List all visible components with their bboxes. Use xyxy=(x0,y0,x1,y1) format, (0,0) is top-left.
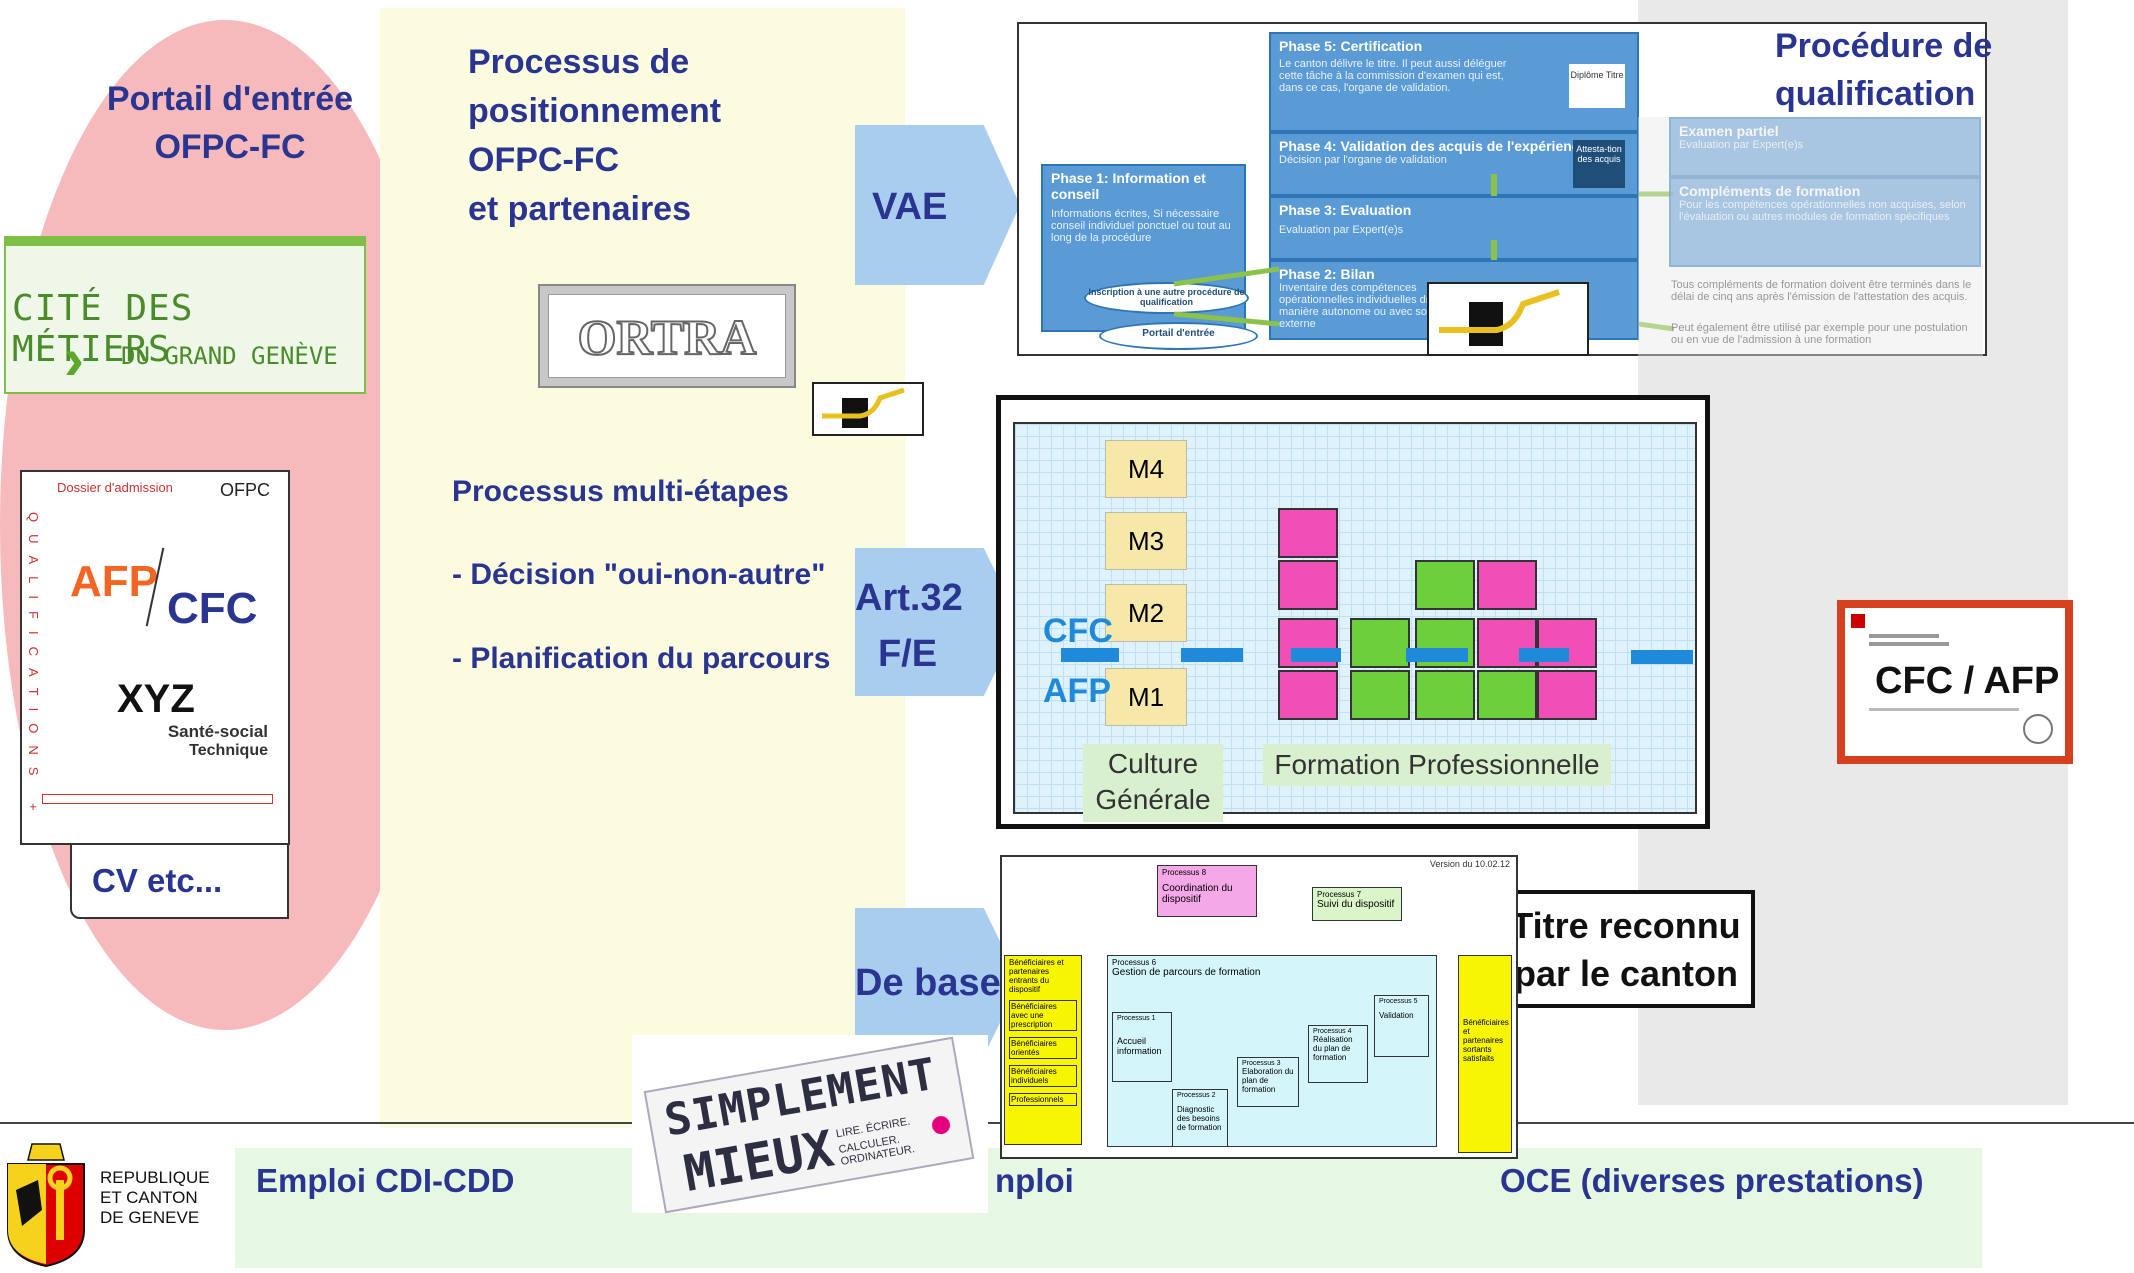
left-beneficiaries: Bénéficiaires et partenaires entrants du… xyxy=(1004,955,1082,1145)
cfc-line xyxy=(1061,648,1119,662)
base-arrow xyxy=(855,908,1020,1056)
emploi-cdi-label: Emploi CDI-CDD xyxy=(256,1162,515,1199)
cfc-label: CFC xyxy=(1043,612,1113,650)
vae-arrows xyxy=(1173,174,1675,332)
green-block xyxy=(1415,670,1475,720)
positioning-title: Processus de positionnement OFPC-FC et p… xyxy=(468,43,722,228)
vae-note-1: Tous compléments de formation doivent êt… xyxy=(1671,279,1972,303)
process-7: Processus 7 Suivi du dispositif xyxy=(1312,887,1402,921)
cfc-afp-certificate: CFC / AFP xyxy=(1837,600,2073,764)
process-1: Processus 1 Accueil information xyxy=(1112,1012,1172,1082)
admission-dossier: Dossier d'admission OFPC QUALIFICATIONS … xyxy=(20,470,290,845)
cfc-line xyxy=(1631,650,1693,664)
portail-oval: Portail d'entrée xyxy=(1099,322,1258,350)
cite-des-metiers-logo: CITÉ DES MÉTIERS › DU GRAND GENÈVE xyxy=(4,236,366,394)
green-block xyxy=(1350,670,1410,720)
portal-title: Portail d'entrée OFPC-FC xyxy=(106,80,354,166)
pink-block xyxy=(1278,560,1338,610)
cv-label: CV etc... xyxy=(92,862,223,899)
pink-block xyxy=(1537,670,1597,720)
connector-logo xyxy=(1427,282,1589,356)
process-2: Processus 2 Diagnostic des besoins de fo… xyxy=(1172,1089,1228,1147)
process-4: Processus 4 Réalisation du plan de forma… xyxy=(1308,1025,1368,1083)
culture-generale: Culture Générale xyxy=(1083,744,1223,822)
module-m2: M2 xyxy=(1105,584,1187,642)
examen-box: Examen partiel Evaluation par Expert(e)s xyxy=(1669,117,1981,177)
planning-text: - Planification du parcours xyxy=(452,642,831,675)
pink-block xyxy=(1477,560,1537,610)
cfc-line xyxy=(1406,648,1468,662)
formation-professionnelle: Formation Professionnelle xyxy=(1263,744,1611,786)
small-logo-icon xyxy=(812,382,924,436)
process-flow-diagram: Version du 10.02.12 Processus 8 Coordina… xyxy=(1000,855,1518,1159)
cfc-line xyxy=(1291,648,1341,662)
vae-note-2: Peut également être utilisé par exemple … xyxy=(1671,322,1968,346)
cfc-line xyxy=(1519,648,1569,662)
right-beneficiaries: Bénéficiaires et partenaires sortants sa… xyxy=(1458,955,1512,1153)
procedure-title: Procédure de qualification xyxy=(1775,27,1993,113)
vae-label: VAE xyxy=(872,186,948,228)
positioning-column xyxy=(380,8,905,1128)
decision-text: - Décision "oui-non-autre" xyxy=(452,558,826,591)
complements-box: Compléments de formation Pour les compét… xyxy=(1669,177,1981,267)
simplement-mieux-logo: SIMPLEMENT MIEUX LIRE. ÉCRIRE. CALCULER.… xyxy=(632,1035,988,1213)
cfc-line xyxy=(1181,648,1243,662)
module-m1: M1 xyxy=(1105,668,1187,726)
green-block xyxy=(1477,670,1537,720)
art32-label: Art.32 F/E xyxy=(855,577,963,675)
phase-4-box: Phase 4: Validation des acquis de l'expé… xyxy=(1269,132,1639,196)
modules-panel: M4 M3 M2 M1 CFC AFP Culture Générale For… xyxy=(996,395,1710,829)
geneva-coat-of-arms-icon xyxy=(2,1140,90,1268)
phase-5-box: Phase 5: Certification Le canton délivre… xyxy=(1269,32,1639,132)
vae-right-part: Examen partiel Evaluation par Expert(e)s… xyxy=(1669,117,1981,357)
titre-reconnu-box: Titre reconnu par le canton xyxy=(1497,890,1755,1008)
pink-block xyxy=(1278,670,1338,720)
module-m3: M3 xyxy=(1105,512,1187,570)
oce-label: OCE (diverses prestations) xyxy=(1500,1162,1924,1199)
inscription-oval: Inscription à une autre procédure de qua… xyxy=(1084,282,1249,314)
process-3: Processus 3 Elaboration du plan de forma… xyxy=(1237,1057,1299,1107)
afp-label: AFP xyxy=(1043,672,1111,710)
base-label: De base xyxy=(855,962,1001,1004)
green-block xyxy=(1350,618,1410,668)
process-5: Processus 5 Validation xyxy=(1374,995,1429,1057)
vae-diagram: Phase 1: Information et conseil Informat… xyxy=(1017,22,1987,356)
vae-arrow xyxy=(855,125,1020,285)
multi-step-title: Processus multi-étapes xyxy=(452,475,789,508)
emploi-label: nploi xyxy=(995,1162,1074,1199)
gray-overlay xyxy=(1638,117,1983,357)
phase-3-box: Phase 3: Evaluation Evaluation par Exper… xyxy=(1269,196,1639,260)
process-8: Processus 8 Coordination du dispositif xyxy=(1157,865,1257,917)
employment-bar xyxy=(235,1148,1982,1268)
green-block xyxy=(1415,560,1475,610)
ortra-logo: ORTRA xyxy=(538,284,796,388)
module-m4: M4 xyxy=(1105,440,1187,498)
republique-label: REPUBLIQUE ET CANTON DE GENEVE xyxy=(100,1168,210,1227)
art32-arrow xyxy=(855,548,1020,696)
pink-block xyxy=(1278,508,1338,558)
